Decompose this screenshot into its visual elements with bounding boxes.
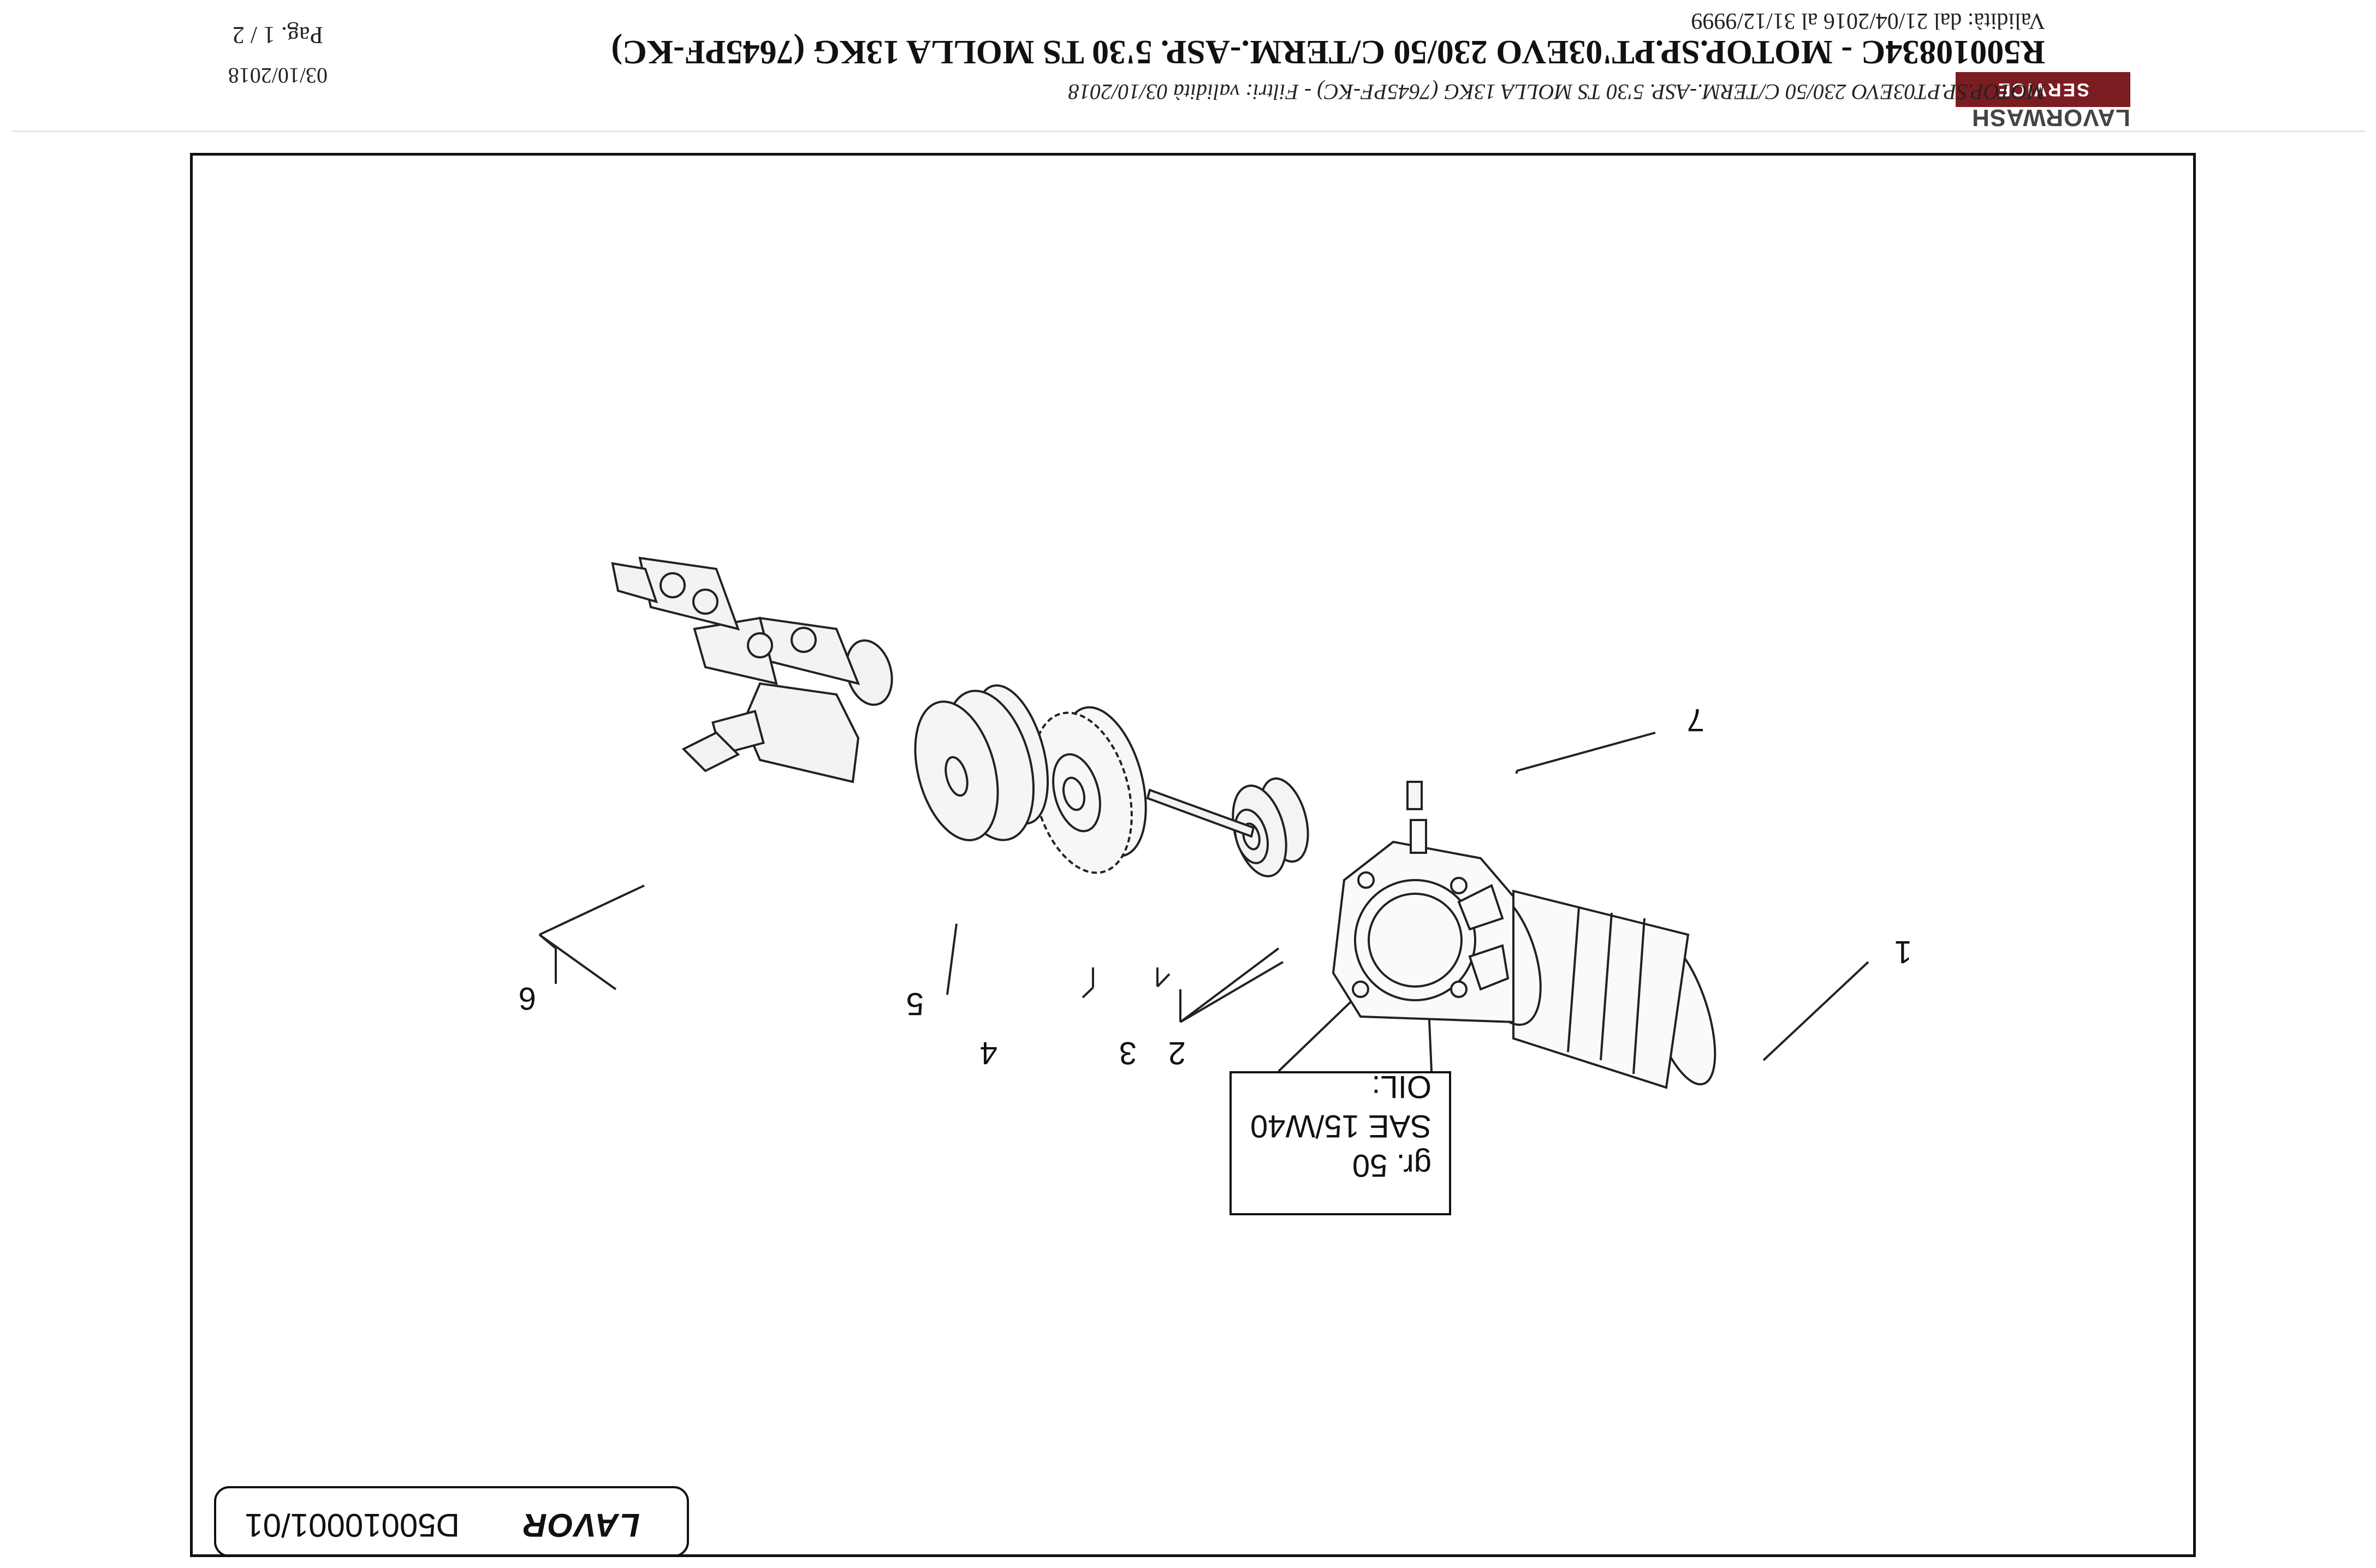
leader-3 [1156, 973, 1171, 988]
gear [1031, 706, 1147, 874]
leader-7 [1516, 732, 1656, 772]
leader-6b [539, 884, 645, 936]
callout-1: 1 [1894, 934, 1912, 970]
callout-3: 3 [1119, 1035, 1137, 1071]
callout-5: 5 [906, 986, 924, 1021]
oil-quantity: gr. 50 [1352, 1148, 1431, 1183]
pin [1406, 781, 1423, 810]
leader-2a [1179, 961, 1284, 1023]
motor-assembly [1332, 819, 1716, 1089]
oil-grade: SAE 15/W40 [1250, 1108, 1431, 1144]
leader-6a [538, 934, 617, 990]
callout-2: 2 [1168, 1035, 1186, 1071]
callout-4: 4 [979, 1035, 997, 1071]
flange-cover [914, 684, 1049, 841]
shaft [1146, 788, 1255, 838]
callout-6: 6 [518, 981, 536, 1016]
leader-5 [946, 923, 958, 995]
leader-1 [1762, 961, 1869, 1061]
callout-7: 7 [1686, 702, 1704, 738]
leader-2b [1179, 947, 1280, 1023]
oil-label: OIL: [1371, 1069, 1431, 1104]
pump-head [611, 556, 893, 783]
